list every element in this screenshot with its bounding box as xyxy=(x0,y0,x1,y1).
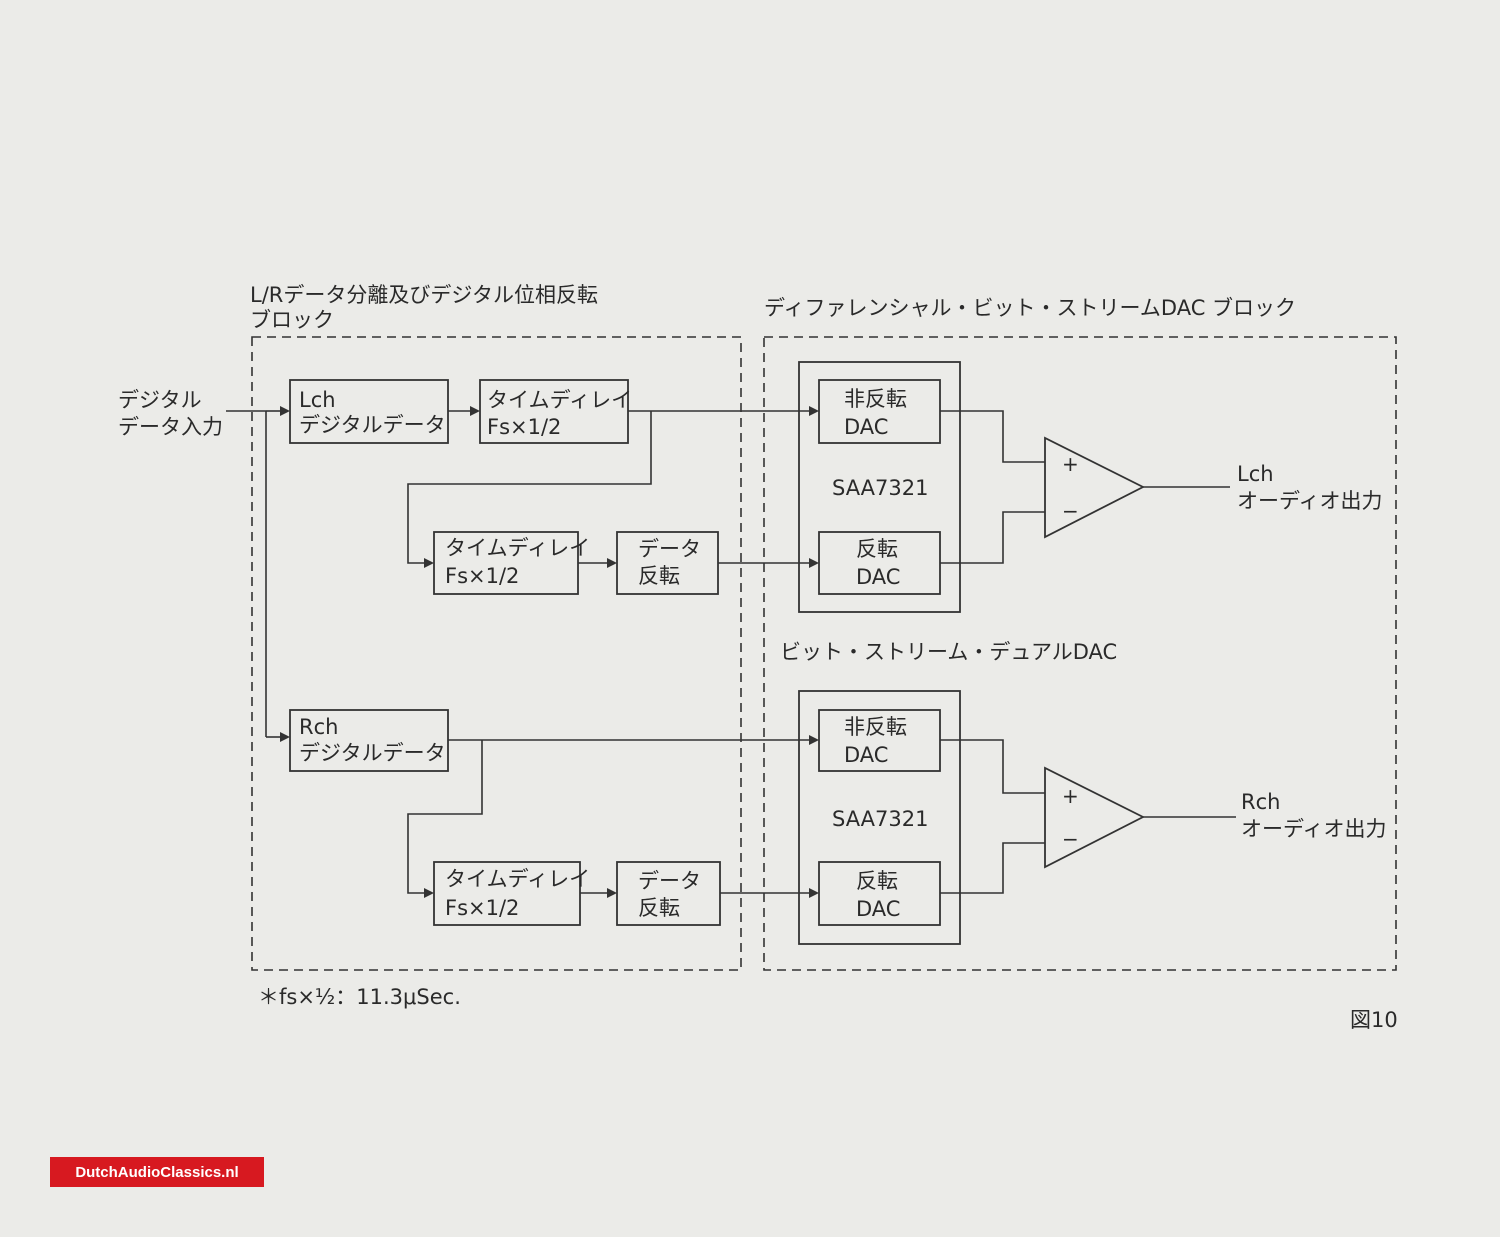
rch-delay-line2: Fs×1/2 xyxy=(445,896,519,920)
lch-differential-amplifier xyxy=(1044,436,1145,539)
lch-output-line2: オーディオ出力 xyxy=(1237,489,1383,513)
rch-noninv-dac-line2: DAC xyxy=(844,743,888,767)
left-block-title-line2: ブロック xyxy=(250,308,334,332)
rch-output-line2: オーディオ出力 xyxy=(1241,817,1387,841)
arrow-to-lch-noninv-dac xyxy=(809,406,819,416)
rch-data-line2: デジタルデータ xyxy=(299,741,446,765)
arrow-to-rch-data xyxy=(280,732,290,742)
lch-noninv-dac-line2: DAC xyxy=(844,415,888,439)
rch-amp-plus: + xyxy=(1062,784,1079,808)
lch-branch-wire xyxy=(407,411,652,564)
lch-data-line1: Lch xyxy=(299,388,336,412)
right-block-title: ディファレンシャル・ビット・ストリームDAC ブロック xyxy=(764,296,1296,320)
rch-inv-dac-line2: DAC xyxy=(856,897,900,921)
rch-data-line1: Rch xyxy=(299,715,338,739)
lch-amp-minus: − xyxy=(1062,499,1079,523)
rch-delay-line1: タイムディレイ xyxy=(445,867,590,891)
arrow-to-rch-noninv-dac xyxy=(809,735,819,745)
arrow-to-lch-delay1 xyxy=(470,406,480,416)
arrow-to-lch-data xyxy=(280,406,290,416)
lr-separation-block-border xyxy=(251,336,742,971)
rch-amp-minus: − xyxy=(1062,827,1079,851)
rch-inv-dac-line1: 反転 xyxy=(856,869,898,893)
lch-amp-plus: + xyxy=(1062,452,1079,476)
lch-output-line1: Lch xyxy=(1237,462,1274,486)
lch-chip-label: SAA7321 xyxy=(832,476,928,500)
lch-saa7321-chip xyxy=(798,361,961,613)
rch-invert-line1: データ xyxy=(638,869,701,893)
dual-dac-label: ビット・ストリーム・デュアルDAC xyxy=(780,640,1117,664)
lch-dac-plus-wire xyxy=(940,410,1045,463)
figure-label: 図10 xyxy=(1350,1008,1398,1032)
dac-block-border xyxy=(763,336,1397,971)
lch-delay2-line2: Fs×1/2 xyxy=(445,564,519,588)
rch-differential-amplifier xyxy=(1044,766,1145,869)
rch-saa7321-chip xyxy=(798,690,961,945)
lch-invert-line2: 反転 xyxy=(638,564,680,588)
lch-data-line2: デジタルデータ xyxy=(299,413,446,437)
rch-dac-minus-wire xyxy=(940,842,1045,894)
arrow-to-rch-invert xyxy=(607,888,617,898)
lch-inv-dac-line2: DAC xyxy=(856,565,900,589)
rch-dac-plus-wire xyxy=(940,739,1045,794)
rch-noninv-dac-line1: 非反転 xyxy=(844,715,907,739)
input-label-line1: デジタル xyxy=(118,388,202,412)
lch-delay1-line2: Fs×1/2 xyxy=(487,415,561,439)
arrow-to-lch-invert xyxy=(607,558,617,568)
footnote: ＊fs×½：11.3μSec. xyxy=(258,985,461,1009)
rch-chip-label: SAA7321 xyxy=(832,807,928,831)
lch-delay1-line1: タイムディレイ xyxy=(487,388,632,412)
rch-branch-wire xyxy=(407,740,483,894)
lch-invert-line1: データ xyxy=(638,537,701,561)
lch-inv-dac-line1: 反転 xyxy=(856,537,898,561)
lch-delay2-line1: タイムディレイ xyxy=(445,536,590,560)
input-label-line2: データ入力 xyxy=(118,415,223,439)
rch-invert-line2: 反転 xyxy=(638,896,680,920)
watermark-badge: DutchAudioClassics.nl xyxy=(50,1157,264,1187)
arrow-to-rch-delay xyxy=(424,888,434,898)
left-block-title-line1: L/Rデータ分離及びデジタル位相反転 xyxy=(250,283,598,307)
arrow-to-lch-inv-dac xyxy=(809,558,819,568)
arrow-to-lch-delay2 xyxy=(424,558,434,568)
lch-dac-minus-wire xyxy=(940,511,1045,564)
arrow-to-rch-inv-dac xyxy=(809,888,819,898)
lch-noninv-dac-line1: 非反転 xyxy=(844,387,907,411)
rch-output-line1: Rch xyxy=(1241,790,1280,814)
